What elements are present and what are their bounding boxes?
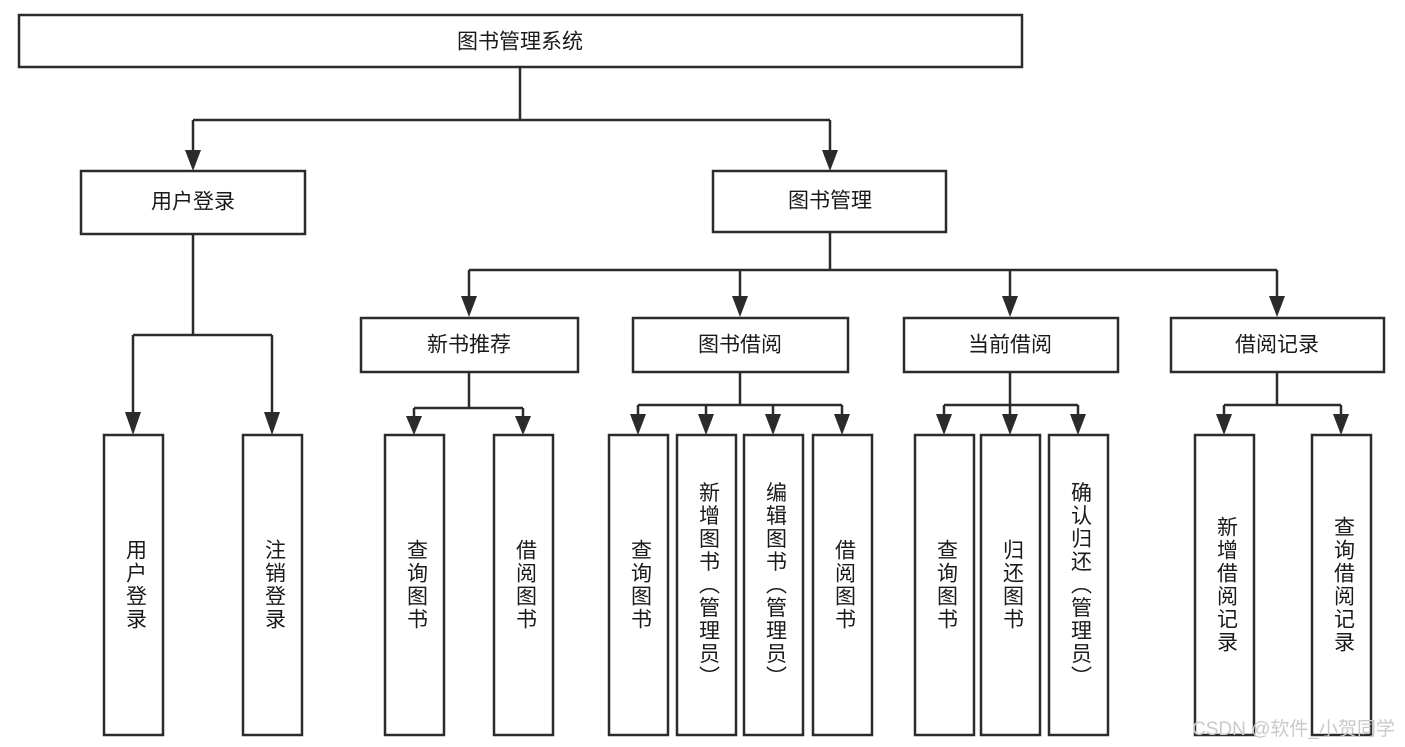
leaf-current-confirm-return-box[interactable] — [1047, 433, 1110, 737]
arrowhead-new-book-rec — [461, 296, 477, 317]
node-new-book-recommend-box[interactable] — [359, 316, 580, 374]
arrowhead-borrow-leaf-3 — [765, 414, 781, 435]
arrowhead-current-leaf-2 — [1002, 414, 1018, 435]
leaf-borrow-edit-book-box[interactable] — [742, 433, 805, 737]
node-root-box[interactable] — [17, 13, 1024, 69]
leaf-user-login[interactable]: 用户登录 — [102, 433, 165, 737]
arrowhead-current-borrow — [1002, 296, 1018, 317]
leaf-borrow-edit-book-label: 编辑图书（管理员） — [763, 482, 787, 689]
leaf-records-query-label: 查询借阅记录 — [1331, 516, 1355, 654]
leaf-current-return-box[interactable] — [979, 433, 1042, 737]
leaf-current-confirm-return-label: 确认归还（管理员） — [1068, 482, 1092, 689]
arrowhead-book-mgmt — [822, 150, 838, 171]
leaf-logout-label: 注销登录 — [262, 539, 286, 631]
leaf-newbook-borrow-box[interactable] — [492, 433, 555, 737]
leaf-current-query-label: 查询图书 — [934, 539, 958, 631]
arrowhead-borrow-leaf-2 — [698, 414, 714, 435]
leaf-borrow-borrow-book[interactable]: 借阅图书 — [811, 433, 874, 737]
leaf-records-add[interactable]: 新增借阅记录 — [1193, 433, 1256, 737]
leaf-borrow-add-book[interactable]: 新增图书（管理员） — [675, 433, 738, 737]
node-book-borrow-label: 图书借阅 — [698, 334, 782, 357]
leaf-newbook-query-label: 查询图书 — [404, 539, 428, 631]
leaf-records-query[interactable]: 查询借阅记录 — [1310, 433, 1373, 737]
leaf-borrow-edit-book[interactable]: 编辑图书（管理员） — [742, 433, 805, 737]
leaf-user-login-box[interactable] — [102, 433, 165, 737]
arrowhead-records-leaf-1 — [1216, 414, 1232, 435]
arrowhead-borrow-leaf-1 — [630, 414, 646, 435]
leaf-current-return[interactable]: 归还图书 — [979, 433, 1042, 737]
arrowhead-leaf-user-login — [125, 412, 141, 435]
leaf-borrow-borrow-book-box[interactable] — [811, 433, 874, 737]
leaf-borrow-query-box[interactable] — [607, 433, 670, 737]
arrowhead-newbook-leaf-2 — [515, 416, 531, 435]
leaf-user-login-label: 用户登录 — [123, 539, 147, 631]
leaf-current-query[interactable]: 查询图书 — [913, 433, 976, 737]
arrowhead-current-leaf-1 — [936, 414, 952, 435]
arrowhead-borrow-leaf-4 — [834, 414, 850, 435]
leaf-borrow-query[interactable]: 查询图书 — [607, 433, 670, 737]
leaf-newbook-query[interactable]: 查询图书 — [383, 433, 446, 737]
arrowhead-user-login — [185, 150, 201, 171]
node-book-management-label: 图书管理 — [788, 190, 872, 213]
leaf-logout-box[interactable] — [241, 433, 304, 737]
node-root-label: 图书管理系统 — [457, 31, 583, 54]
node-book-borrow-box[interactable] — [631, 316, 850, 374]
leaf-newbook-borrow[interactable]: 借阅图书 — [492, 433, 555, 737]
arrowhead-records-leaf-2 — [1333, 414, 1349, 435]
node-current-borrow[interactable]: 当前借阅 — [902, 316, 1120, 374]
leaf-current-return-label: 归还图书 — [1000, 539, 1024, 631]
leaf-records-add-label: 新增借阅记录 — [1214, 516, 1238, 654]
leaf-newbook-query-box[interactable] — [383, 433, 446, 737]
leaf-records-add-box[interactable] — [1193, 433, 1256, 737]
node-new-book-recommend-label: 新书推荐 — [427, 334, 511, 357]
node-user-login[interactable]: 用户登录 — [79, 169, 307, 236]
leaf-logout[interactable]: 注销登录 — [241, 433, 304, 737]
node-book-management-box[interactable] — [711, 169, 948, 234]
leaf-current-query-box[interactable] — [913, 433, 976, 737]
node-borrow-records-label: 借阅记录 — [1235, 334, 1319, 357]
leaf-borrow-add-book-box[interactable] — [675, 433, 738, 737]
arrowhead-newbook-leaf-1 — [406, 416, 422, 435]
node-borrow-records-box[interactable] — [1169, 316, 1386, 374]
node-current-borrow-label: 当前借阅 — [968, 334, 1052, 357]
leaf-records-query-box[interactable] — [1310, 433, 1373, 737]
node-current-borrow-box[interactable] — [902, 316, 1120, 374]
arrowhead-leaf-logout — [264, 412, 280, 435]
leaf-borrow-borrow-book-label: 借阅图书 — [832, 539, 856, 631]
node-borrow-records[interactable]: 借阅记录 — [1169, 316, 1386, 374]
leaf-current-confirm-return[interactable]: 确认归还（管理员） — [1047, 433, 1110, 737]
node-user-login-box[interactable] — [79, 169, 307, 236]
node-book-management[interactable]: 图书管理 — [711, 169, 948, 234]
node-new-book-recommend[interactable]: 新书推荐 — [359, 316, 580, 374]
leaf-borrow-add-book-label: 新增图书（管理员） — [696, 482, 720, 689]
leaf-borrow-query-label: 查询图书 — [628, 539, 652, 631]
node-root[interactable]: 图书管理系统 — [17, 13, 1024, 69]
arrowhead-book-borrow — [732, 296, 748, 317]
node-user-login-label: 用户登录 — [151, 191, 235, 214]
arrowhead-current-leaf-3 — [1070, 414, 1086, 435]
arrowhead-borrow-records — [1269, 296, 1285, 317]
node-book-borrow[interactable]: 图书借阅 — [631, 316, 850, 374]
connector-layer — [125, 67, 1349, 435]
leaf-newbook-borrow-label: 借阅图书 — [513, 539, 537, 631]
